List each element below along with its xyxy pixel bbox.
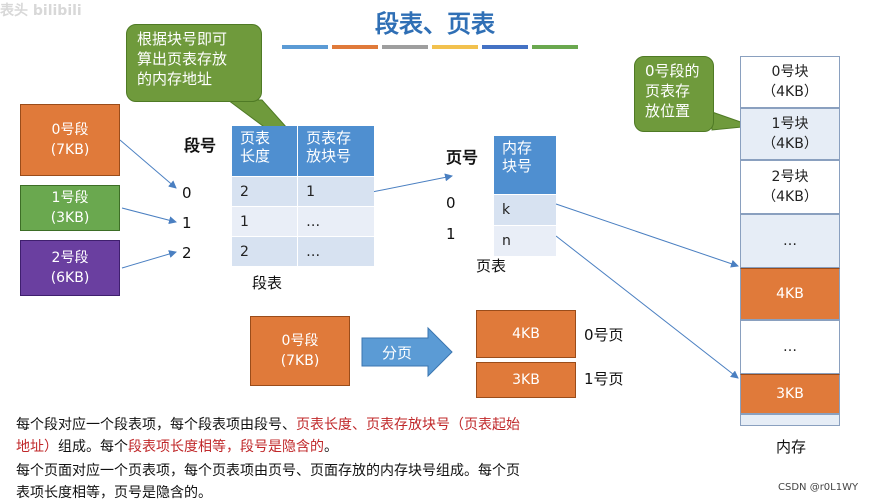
segment-2-size: (6KB) (50, 270, 90, 286)
page-table-cell: n (494, 225, 556, 256)
split-arrow (361, 326, 453, 378)
callout-left-line-1: 根据块号即可 (137, 30, 228, 48)
split-arrow-label: 分页 (382, 344, 413, 362)
seg-table-row-0: 2 1 (232, 176, 374, 206)
memory-block-4: 4KB (740, 268, 840, 320)
page1-to-memory-arrow (555, 235, 739, 379)
split-page-1: 3KB (476, 362, 576, 398)
memory-block-2: 2号块 （4KB） (740, 160, 840, 214)
segment-0: 0号段 (7KB) (20, 104, 120, 176)
page-table: 内存 块号 k n (494, 136, 556, 256)
seg-table-cell: 2 (232, 176, 299, 206)
callout-left: 根据块号即可 算出页表存放 的内存地址 (126, 24, 262, 102)
seg0-arrow (119, 139, 177, 189)
para1-part2: 页表长度、页表存放块号（页表起始 (296, 417, 520, 433)
callout-left-line-2: 算出页表存放 (137, 50, 228, 68)
segment-0-label: 0号段 (51, 122, 89, 138)
seg-table-cell: … (298, 236, 374, 266)
split-page-0-label: 0号页 (584, 326, 624, 344)
segment-1-label: 1号段 (51, 190, 89, 206)
seg-table-row-1: 1 … (232, 206, 374, 236)
explanation-page: 每个页面对应一个页表项，每个页表项由页号、页面存放的内存块号组成。每个页 表项长… (16, 460, 706, 504)
memory-block-0: 0号块 （4KB） (740, 56, 840, 108)
callout-right-line-2: 页表存 (645, 82, 691, 100)
page-index-1: 1 (446, 225, 456, 243)
callout-right-line-3: 放位置 (645, 102, 691, 120)
page0-to-memory-arrow (555, 203, 739, 268)
page-table-header: 内存 块号 (494, 136, 556, 194)
seg-index-header: 段号 (184, 136, 217, 155)
segment-1-size: (3KB) (50, 210, 90, 226)
segment-1: 1号段 (3KB) (20, 185, 120, 231)
split-page-1-label: 1号页 (584, 370, 624, 388)
split-page-0: 4KB (476, 310, 576, 358)
para2-line-2: 表项长度相等，页号是隐含的。 (16, 485, 212, 501)
memory-block-5: … (740, 320, 840, 374)
title-bar-3 (382, 45, 428, 49)
seg-table-header-block: 页表存 放块号 (298, 126, 374, 176)
callout-left-line-3: 的内存地址 (137, 70, 213, 88)
seg-table-row-2: 2 … (232, 236, 374, 266)
segment-0-size: (7KB) (50, 142, 90, 158)
para1-part5: 段表项长度相等，段号是隐含的 (128, 439, 324, 455)
segment-2-label: 2号段 (51, 250, 89, 266)
seg-table-cell: … (298, 206, 374, 236)
para1-part1: 每个段对应一个段表项，每个段表项由段号、 (16, 417, 296, 433)
page-title: 段表、页表 (375, 10, 495, 38)
seg-index-0: 0 (182, 184, 192, 202)
title-bar-5 (482, 45, 528, 49)
title-bar-2 (332, 45, 378, 49)
title-underline (0, 0, 870, 60)
credit: CSDN @r0L1WY (778, 482, 859, 493)
split-segment-size: (7KB) (280, 353, 320, 369)
seg-table-caption: 段表 (252, 274, 283, 292)
seg-index-1: 1 (182, 214, 192, 232)
callout-right-line-1: 0号段的 (645, 62, 700, 80)
para1-part3: 地址） (16, 439, 58, 455)
para1-part6: 。 (324, 439, 338, 455)
page-index-header: 页号 (446, 148, 479, 167)
title-bar-6 (532, 45, 578, 49)
split-segment: 0号段 (7KB) (250, 316, 350, 386)
seg-index-2: 2 (182, 244, 192, 262)
memory-block-3: … (740, 214, 840, 268)
memory-block-7 (740, 414, 840, 426)
split-page-0-size: 4KB (512, 326, 540, 342)
split-page-1-size: 3KB (512, 372, 540, 388)
page-table-cell: k (494, 194, 556, 225)
page-table-caption: 页表 (476, 257, 507, 275)
split-segment-label: 0号段 (281, 333, 319, 349)
para1-part4: 组成。每个 (58, 439, 128, 455)
title-bar-4 (432, 45, 478, 49)
callout-right: 0号段的 页表存 放位置 (634, 56, 714, 132)
para2-line-1: 每个页面对应一个页表项，每个页表项由页号、页面存放的内存块号组成。每个页 (16, 463, 520, 479)
title-bar-1 (282, 45, 328, 49)
segment-2: 2号段 (6KB) (20, 240, 120, 296)
seg-table-header-length: 页表 长度 (232, 126, 299, 176)
seg-table-cell: 1 (298, 176, 374, 206)
explanation-segment: 每个段对应一个段表项，每个段表项由段号、页表长度、页表存放块号（页表起始 地址）… (16, 414, 706, 458)
page-index-0: 0 (446, 194, 456, 212)
memory-caption: 内存 (776, 438, 807, 456)
watermark: 表头 bilibili (0, 3, 82, 19)
seg1-arrow (121, 207, 177, 225)
seg2-arrow (121, 250, 177, 269)
segment-table: 页表 长度 页表存 放块号 2 1 1 … 2 … (232, 126, 374, 266)
seg-table-cell: 1 (232, 206, 299, 236)
seg-table-cell: 2 (232, 236, 299, 266)
segtable-to-pagetable-arrow (371, 173, 453, 193)
memory-block-1: 1号块 （4KB） (740, 108, 840, 160)
memory-block-6: 3KB (740, 374, 840, 414)
